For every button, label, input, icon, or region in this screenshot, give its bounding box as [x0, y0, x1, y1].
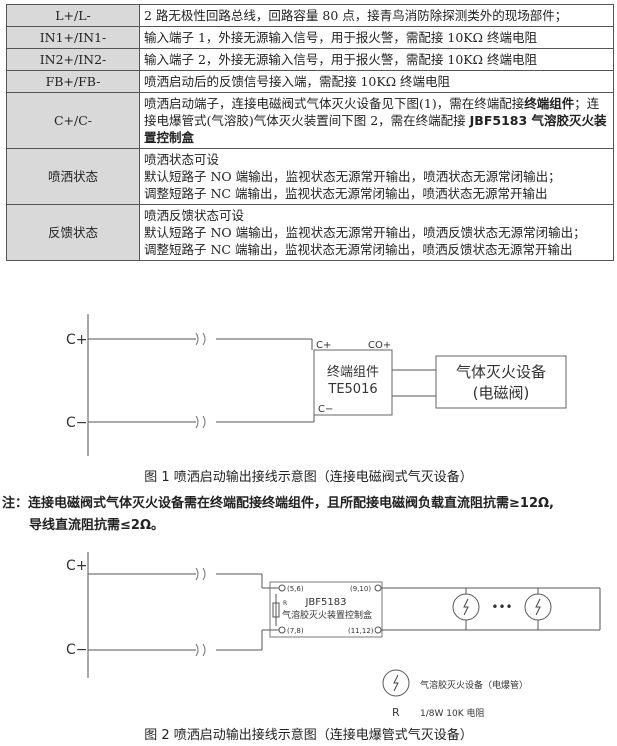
row-value: 2 路无极性回路总线，回路容量 80 点，接青鸟消防除探测类外的现场部件； — [139, 4, 614, 27]
value-line: 调整短路子 NC 端输出，监视状态无源常闭输出，喷洒状态无源常开输出 — [144, 186, 548, 201]
row-value: 喷洒反馈状态可设 默认短路子 NO 端输出，监视状态无源常开输出，喷洒反馈状态无… — [139, 204, 614, 261]
value-line: 默认短路子 NO 端输出，监视状态无源常开输出，喷洒状态无源常闭输出； — [144, 169, 561, 184]
row-key: 反馈状态 — [6, 204, 140, 261]
device-name: 气体灭火设备 — [456, 363, 546, 381]
row-value: 喷洒启动端子，连接电磁阀式气体灭火设备见下图(1)，需在终端配接终端组件；连接电… — [139, 92, 614, 149]
value-line: 默认短路子 NO 端输出，监视状态无源常开输出，喷洒反馈状态无源常闭输出； — [144, 225, 586, 240]
row-value: 输入端子 1，外接无源输入信号，用于报火警，需配接 10KΩ 终端电阻 — [139, 26, 614, 49]
table-row: IN1+/IN1- 输入端子 1，外接无源输入信号，用于报火警，需配接 10KΩ… — [6, 26, 614, 49]
row-key: IN2+/IN2- — [6, 48, 140, 71]
c-plus-label: C+ — [66, 558, 88, 574]
row-key: 喷洒状态 — [6, 148, 140, 205]
table-row: C+/C- 喷洒启动端子，连接电磁阀式气体灭火设备见下图(1)，需在终端配接终端… — [6, 92, 614, 149]
figure-2-caption: 图 2 喷洒启动输出接线示意图（连接电爆管式气灭设备） — [144, 728, 473, 743]
c-minus-label: C− — [66, 642, 88, 658]
row-value: 输入端子 2，外接无源输入信号，用于报火警，需配接 10KΩ 终端电阻 — [139, 48, 614, 71]
note-line: 注：连接电磁阀式气体灭火设备需在终端配接终端组件，且所配接电磁阀负载直流阻抗需≥… — [2, 496, 554, 511]
component-cplus-label: C+ — [316, 340, 331, 351]
row-key: IN1+/IN1- — [6, 26, 140, 49]
legend-r-symbol: R — [392, 706, 400, 718]
component-co-label: CO+ — [368, 340, 391, 351]
terminal-5-6-label: (5,6) — [287, 585, 304, 593]
value-bold: JBF5183 气溶胶灭火装置控制盒 — [144, 113, 607, 145]
component-cminus-label: C− — [318, 404, 333, 415]
figure-1-diagram: C+ C− C+ CO+ C− 终端组件 TE5016 气体灭火设备 (电磁阀) — [66, 314, 567, 456]
value-line: 喷洒反馈状态可设 — [144, 208, 245, 223]
more-devices-dots: ••• — [491, 600, 512, 614]
c-plus-label: C+ — [66, 332, 88, 348]
note-line: 导线直流阻抗需≤2Ω。 — [29, 518, 164, 533]
control-box-name: 气溶胶灭火装置控制盒 — [282, 609, 372, 621]
value-bold: 终端组件 — [524, 96, 575, 111]
figure-2-diagram: C+ C− (5,6) (7,8) (9,10) (11,12) R JBF51… — [66, 552, 601, 718]
row-key: C+/C- — [6, 92, 140, 149]
value-part: ；连接电爆管式(气溶胶)气体灭火装置间下图 2，需在终端配接 — [144, 96, 600, 128]
legend-device-label: 气溶胶灭火设备（电爆管） — [420, 679, 528, 691]
terminal-11-12-label: (11,12) — [348, 627, 374, 635]
table-row: IN2+/IN2- 输入端子 2，外接无源输入信号，用于报火警，需配接 10KΩ… — [6, 48, 614, 71]
device-type: (电磁阀) — [473, 384, 530, 402]
table-row: 反馈状态 喷洒反馈状态可设 默认短路子 NO 端输出，监视状态无源常开输出，喷洒… — [6, 204, 614, 261]
table-row: 喷洒状态 喷洒状态可设 默认短路子 NO 端输出，监视状态无源常开输出，喷洒状态… — [6, 148, 614, 205]
table-row: L+/L- 2 路无极性回路总线，回路容量 80 点，接青鸟消防除探测类外的现场… — [6, 4, 614, 27]
row-key: L+/L- — [6, 4, 140, 27]
control-box-model: JBF5183 — [304, 597, 346, 608]
row-key: FB+/FB- — [6, 70, 140, 93]
c-minus-label: C− — [66, 415, 88, 431]
terminal-9-10-label: (9,10) — [350, 585, 371, 593]
resistor-label: R — [283, 600, 287, 607]
component-model: TE5016 — [327, 382, 377, 397]
row-value: 喷洒状态可设 默认短路子 NO 端输出，监视状态无源常开输出，喷洒状态无源常闭输… — [139, 148, 614, 205]
table-row: FB+/FB- 喷洒启动后的反馈信号接入端，需配接 10KΩ 终端电阻 — [6, 70, 614, 93]
terminal-7-8-label: (7,8) — [287, 627, 304, 635]
value-line: 喷洒状态可设 — [144, 152, 220, 167]
note: 注：连接电磁阀式气体灭火设备需在终端配接终端组件，且所配接电磁阀负载直流阻抗需≥… — [2, 493, 614, 537]
terminal-spec-table: L+/L- 2 路无极性回路总线，回路容量 80 点，接青鸟消防除探测类外的现场… — [6, 4, 614, 261]
row-value: 喷洒启动后的反馈信号接入端，需配接 10KΩ 终端电阻 — [139, 70, 614, 93]
value-part: 喷洒启动端子，连接电磁阀式气体灭火设备见下图(1)，需在终端配接 — [144, 96, 525, 111]
legend-r-desc: 1/8W 10K 电阻 — [420, 707, 484, 718]
component-name: 终端组件 — [327, 364, 379, 380]
value-line: 调整短路子 NC 端输出，监视状态无源常闭输出，喷洒反馈状态无源常开输出 — [144, 242, 573, 257]
figure-1-caption: 图 1 喷洒启动输出接线示意图（连接电磁阀式气灭设备） — [144, 470, 473, 485]
